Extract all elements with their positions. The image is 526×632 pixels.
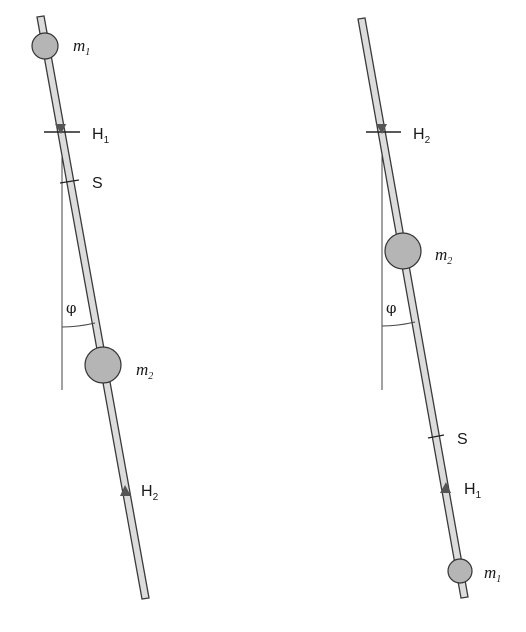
left-mass-m1 (31, 32, 59, 60)
right-mass-m2 (384, 232, 422, 270)
right-rod (357, 17, 469, 599)
left-centre-s-tick (59, 179, 80, 184)
right-centre-s-tick (427, 434, 445, 439)
right-angle-label: φ (386, 299, 397, 317)
right-mass-m1-label: m1 (484, 563, 501, 585)
right-centre-s-label: S (457, 431, 468, 448)
left-mass-m2-label: m2 (136, 360, 153, 382)
left-pendulum: m1 H1 S φ m2 H2 (31, 15, 159, 600)
left-pivot-h2-marker (120, 485, 131, 496)
right-pivot-h1-marker (440, 482, 451, 493)
left-mass-m2 (84, 346, 122, 384)
right-pivot-h2-label: H2 (413, 126, 431, 146)
left-angle-arc (61, 322, 96, 328)
left-pivot-h1-label: H1 (92, 126, 110, 146)
right-mass-m2-label: m2 (435, 245, 452, 267)
left-centre-s-label: S (92, 175, 103, 192)
right-mass-m1 (447, 558, 473, 584)
right-pivot-h2-marker (376, 124, 387, 134)
left-pivot-h1-marker (55, 124, 66, 134)
left-angle-label: φ (66, 299, 77, 317)
right-pendulum: H2 m2 φ S H1 m1 (357, 17, 501, 599)
left-mass-m1-label: m1 (73, 36, 90, 58)
right-angle-arc (381, 321, 416, 327)
left-pivot-h2-label: H2 (141, 483, 159, 503)
right-pivot-h1-label: H1 (464, 481, 482, 501)
left-rod (36, 15, 150, 600)
